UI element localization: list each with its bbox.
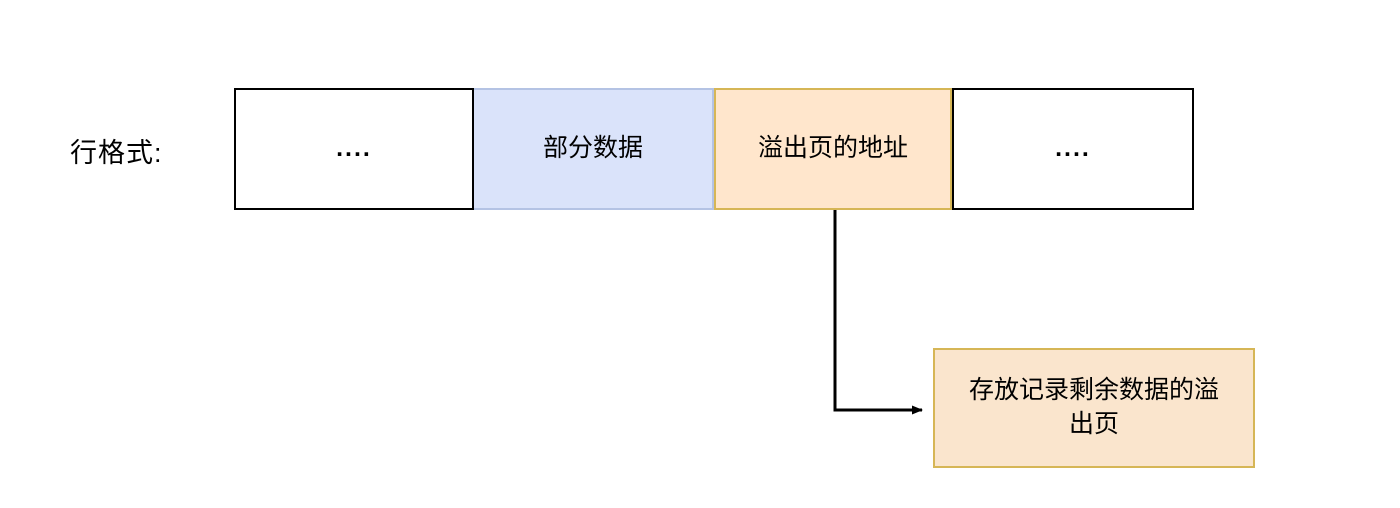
connector-path — [833, 210, 923, 415]
ellipsis-text: .... — [1055, 134, 1091, 163]
row-cell-overflow-pointer: 溢出页的地址 — [714, 88, 952, 210]
overflow-page-label: 存放记录剩余数据的溢出页 — [968, 376, 1219, 438]
ellipsis-text: .... — [336, 134, 372, 163]
row-format-label: 行格式: — [70, 138, 163, 168]
overflow-page-box: 存放记录剩余数据的溢出页 — [933, 348, 1255, 468]
row-cell-leading-ellipsis: .... — [234, 88, 474, 210]
row-cell-trailing-ellipsis: .... — [952, 88, 1194, 210]
row-format-strip: .... 部分数据 溢出页的地址 .... — [234, 88, 1194, 210]
row-cell-partial-data-label: 部分数据 — [542, 134, 643, 163]
row-cell-overflow-pointer-label: 溢出页的地址 — [757, 134, 908, 163]
row-cell-partial-data: 部分数据 — [474, 88, 714, 210]
